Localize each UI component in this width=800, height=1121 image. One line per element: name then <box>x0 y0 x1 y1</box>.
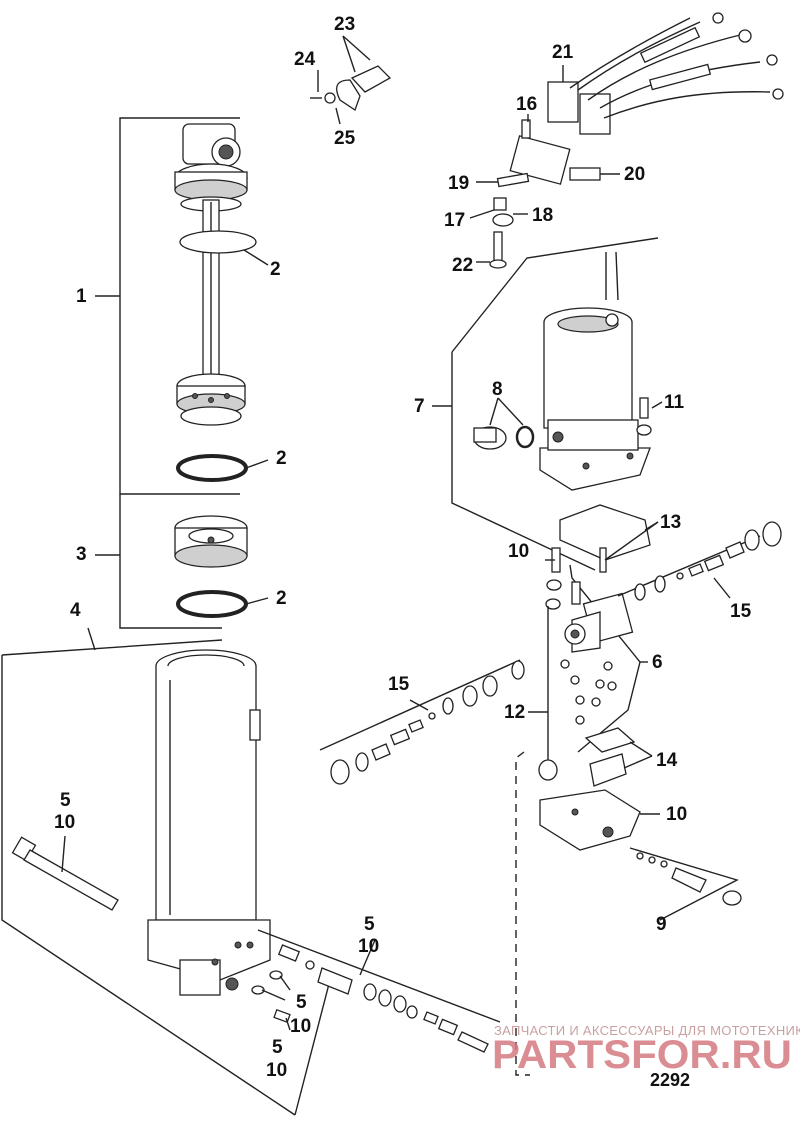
wiring-harness <box>547 12 784 135</box>
callout-10-bottom: 10 <box>266 1060 287 1081</box>
callout-17: 17 <box>444 210 465 231</box>
bracket-4 <box>1 627 331 1116</box>
callout-4: 4 <box>70 600 81 621</box>
bracket-6 <box>569 564 648 753</box>
manifold-small-parts <box>560 659 617 725</box>
callout-23: 23 <box>334 14 355 35</box>
valve-line-right <box>617 521 782 601</box>
callout-5-bolt: 5 <box>60 790 71 811</box>
pump-manifold <box>545 547 634 653</box>
callout-10-screw: 10 <box>508 541 529 562</box>
bracket-1 <box>95 117 240 495</box>
callout-8: 8 <box>492 379 503 400</box>
o-ring-upper <box>179 230 257 254</box>
o-ring-lower <box>176 590 248 618</box>
filter-gasket <box>584 727 653 787</box>
callout-24: 24 <box>294 49 316 70</box>
callout-7: 7 <box>414 396 425 417</box>
bracket-3 <box>95 494 222 629</box>
callout-14: 14 <box>656 750 678 771</box>
callout-13: 13 <box>660 512 681 533</box>
bracket-7 <box>432 237 659 571</box>
watermark-tagline: ЗАПЧАСТИ И АКСЕССУАРЫ ДЛЯ МОТОТЕХНИКИ <box>494 1023 800 1038</box>
callout-10-valve: 10 <box>358 936 379 957</box>
callout-21: 21 <box>552 42 574 63</box>
callout-3: 3 <box>76 544 87 565</box>
diagram-code: 2292 <box>650 1070 690 1090</box>
valve-line-left <box>319 659 525 785</box>
valve-body <box>539 789 660 851</box>
callout-11: 11 <box>664 392 685 413</box>
callout-19: 19 <box>448 173 469 194</box>
valve-parts-bottom <box>257 929 501 1053</box>
callout-5-valve: 5 <box>364 914 375 935</box>
small-hardware <box>469 167 620 269</box>
manual-release-valve <box>629 847 742 921</box>
fill-plug <box>473 397 535 450</box>
callout-10-bolt: 10 <box>54 812 75 833</box>
callout-10-side: 10 <box>290 1016 311 1037</box>
callout-12: 12 <box>504 702 525 723</box>
long-bolt <box>11 835 119 911</box>
callout-20: 20 <box>624 164 645 185</box>
ground-wire <box>528 606 558 781</box>
callout-10-valvebody: 10 <box>666 804 687 825</box>
memory-piston <box>174 515 248 568</box>
callout-5-bottom: 5 <box>272 1037 283 1058</box>
callout-15-right: 15 <box>730 601 752 622</box>
o-ring-middle <box>176 454 248 482</box>
callout-2-upper: 2 <box>270 259 281 280</box>
callout-25: 25 <box>334 128 356 149</box>
pump-motor <box>539 251 651 491</box>
callout-16: 16 <box>516 94 537 115</box>
callout-5-side: 5 <box>296 992 307 1013</box>
dashed-bracket <box>515 751 530 1076</box>
watermark-logo: PARTSFOR.RU <box>492 1033 792 1077</box>
motor-gasket <box>559 504 659 573</box>
cylinder-body <box>147 649 271 996</box>
relay <box>509 114 571 185</box>
callout-22: 22 <box>452 255 473 276</box>
cylinder-small-parts <box>251 970 291 1031</box>
callout-6: 6 <box>652 652 663 673</box>
screw-11 <box>636 397 663 436</box>
callout-2-middle: 2 <box>276 448 287 469</box>
piston-rod-assembly <box>174 123 248 426</box>
callout-2-lower: 2 <box>276 588 287 609</box>
clamp-assembly <box>310 35 392 125</box>
callout-18: 18 <box>532 205 553 226</box>
callout-1: 1 <box>76 286 87 307</box>
callout-9: 9 <box>656 914 667 935</box>
callout-15-left: 15 <box>388 674 410 695</box>
